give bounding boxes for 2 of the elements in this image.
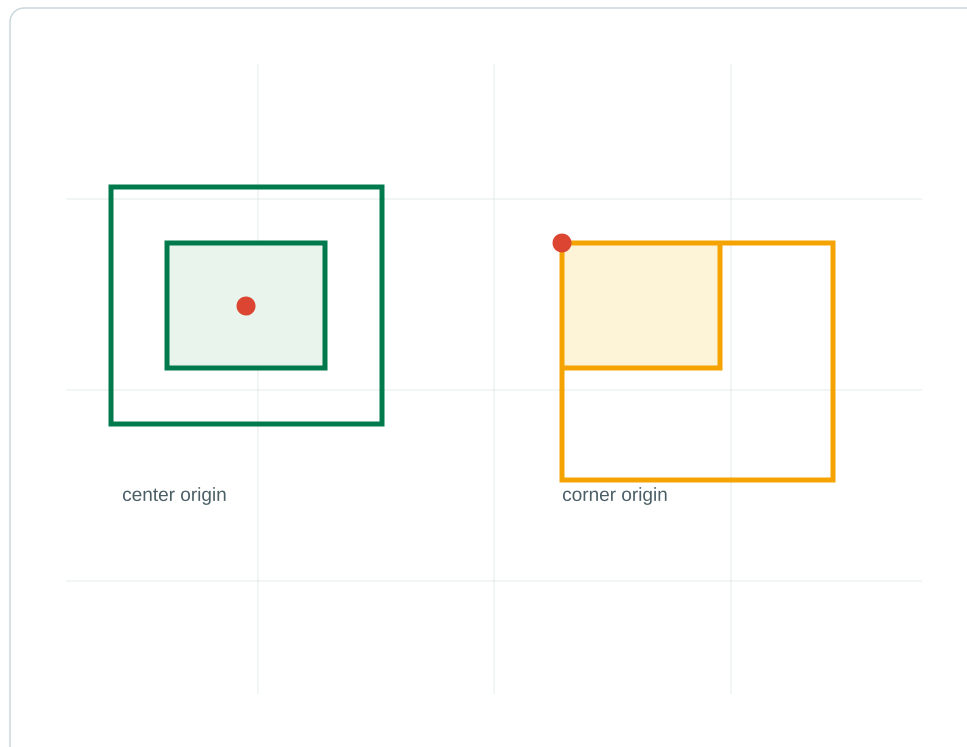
caption-label: center origin (123, 487, 226, 505)
caption-label: corner origin (563, 487, 667, 505)
